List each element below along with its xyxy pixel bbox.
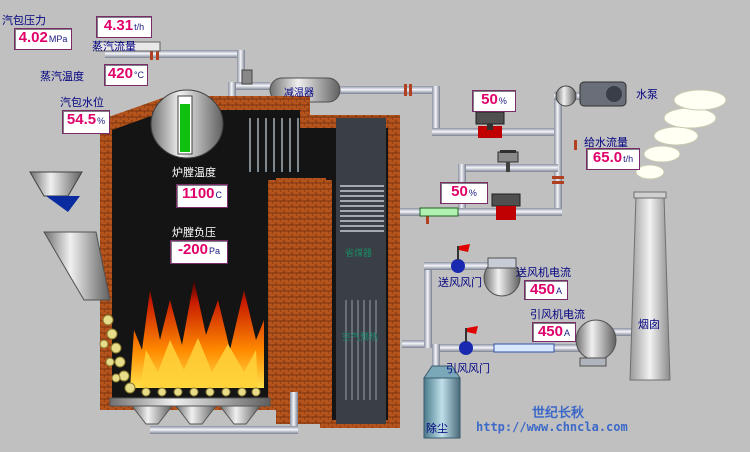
steam-flow-unit: t/h	[134, 22, 145, 32]
steam-flow-sensor	[95, 41, 161, 52]
smoke-cloud	[635, 89, 727, 180]
air-preheater-label: 空气预热	[342, 333, 379, 343]
flue-duct	[290, 392, 298, 432]
induced-fan-current-label: 引风机电流	[530, 308, 585, 321]
forced-fan-current-unit: A	[556, 286, 563, 296]
valve-mid-value: 50	[451, 183, 468, 200]
forced-draft-fan	[483, 257, 521, 297]
furnace-pressure-label: 炉膛负压	[172, 226, 216, 239]
valve-top-value: 50	[481, 91, 498, 108]
brand-name: 世纪长秋	[532, 406, 585, 421]
dust-remover-label: 除尘	[426, 422, 448, 435]
steam-drum	[150, 89, 224, 159]
forced-fan-current-label: 送风机电流	[516, 266, 571, 279]
steam-flow-label: 蒸汽流量	[92, 40, 136, 53]
air-flow-sensor	[493, 343, 555, 353]
induced-fan-current-display: 450 A	[532, 322, 576, 342]
pipe-flanges	[150, 48, 577, 224]
dust-remover	[423, 365, 461, 439]
coal-hopper	[29, 171, 111, 301]
induced-draft-fan	[575, 319, 617, 367]
economizer-label: 省煤器	[345, 249, 373, 259]
forced-fan-current-value: 450	[529, 281, 555, 298]
drum-level-value: 54.5	[66, 111, 97, 128]
induced-fan-damper-label: 引风风门	[446, 362, 490, 375]
drum-level-display: 54.5 %	[62, 110, 110, 134]
valve-mid-unit: %	[468, 188, 477, 198]
drum-pressure-display: 4.02 MPa	[14, 28, 72, 50]
feed-water-flow-display: 65.0 t/h	[586, 148, 640, 170]
furnace-pressure-value: -200	[177, 241, 208, 258]
induced-fan-damper[interactable]	[459, 326, 478, 355]
furnace-temp-unit: C	[215, 190, 223, 200]
valve-top-display: 50 %	[472, 90, 516, 112]
steam-temp-value: 420	[107, 65, 133, 82]
drum-pressure-value: 4.02	[18, 29, 48, 46]
induced-fan-current-unit: A	[564, 328, 571, 338]
steam-flow-display: 4.31 t/h	[96, 16, 152, 38]
feed-water-flow-label: 给水流量	[584, 136, 628, 149]
chimney	[629, 191, 671, 381]
steam-temp-label: 蒸汽温度	[40, 70, 84, 83]
water-pump-label: 水泵	[636, 88, 658, 101]
furnace-temp-label: 炉膛温度	[172, 166, 216, 179]
forced-fan-damper[interactable]	[451, 244, 470, 273]
steam-flow-value: 4.31	[103, 17, 134, 34]
drum-level-label: 汽包水位	[60, 96, 104, 109]
drum-pressure-label: 汽包压力	[2, 14, 46, 27]
feed-water-valve-mid[interactable]	[491, 193, 521, 220]
chimney-label: 烟囱	[638, 318, 660, 331]
induced-fan-current-value: 450	[537, 323, 563, 340]
forced-fan-damper-label: 送风风门	[438, 276, 482, 289]
furnace-pressure-unit: Pa	[209, 246, 221, 256]
steam-temp-display: 420 °C	[104, 64, 148, 86]
water-pump	[555, 81, 627, 107]
valve-mid-display: 50 %	[440, 182, 488, 204]
drum-level-unit: %	[97, 116, 106, 126]
ash-hoppers	[109, 397, 271, 425]
furnace-temp-value: 1100	[181, 185, 215, 202]
bypass-valve[interactable]	[497, 150, 519, 172]
feed-water-valve-top[interactable]	[475, 111, 505, 138]
forced-fan-current-display: 450 A	[524, 280, 568, 300]
brand-url[interactable]: http://www.chncla.com	[476, 420, 628, 434]
furnace-temp-display: 1100 C	[176, 184, 228, 208]
feed-water-flow-value: 65.0	[592, 149, 623, 166]
valve-top-unit: %	[498, 96, 507, 106]
feed-water-flow-unit: t/h	[623, 154, 634, 164]
desuperheater-label: 减温器	[284, 88, 314, 99]
economizer-flow-sensor	[419, 207, 459, 217]
drum-pressure-unit: MPa	[48, 34, 68, 44]
coal-bed	[99, 314, 261, 397]
furnace-pressure-display: -200 Pa	[170, 240, 228, 264]
furnace-flames	[130, 280, 264, 388]
steam-temp-unit: °C	[133, 70, 145, 80]
